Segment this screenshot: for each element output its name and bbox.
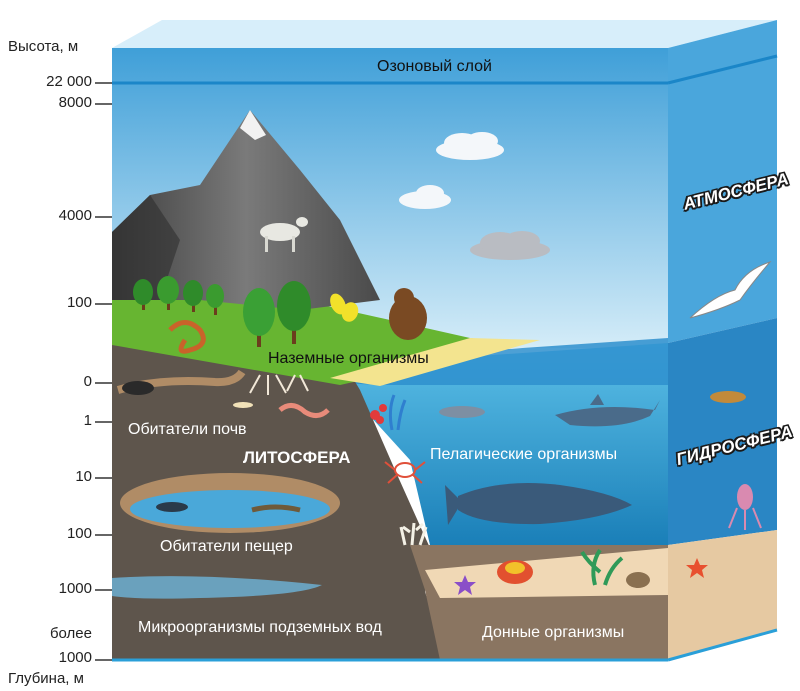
seaweed-blue — [388, 394, 407, 431]
small-fish — [710, 391, 746, 403]
scale-ticks — [95, 82, 112, 661]
roots — [249, 374, 309, 395]
seaweed-green — [580, 548, 624, 586]
tick-label: 1000 — [58, 580, 92, 597]
tick-label: 1 — [83, 412, 92, 429]
larva — [233, 402, 253, 408]
tick-label: 1000 — [58, 649, 92, 666]
tick-label: 22 000 — [46, 73, 92, 90]
groundwater-vein — [112, 576, 322, 599]
benthic-organisms-label: Донные организмы — [482, 624, 625, 641]
coral-red — [370, 404, 387, 424]
herring — [439, 406, 485, 418]
lithosphere-label: ЛИТОСФЕРА — [243, 448, 351, 467]
cube-right-face-sky — [668, 20, 777, 343]
snake — [168, 320, 206, 354]
mountain-shade — [112, 195, 180, 300]
earthworm — [278, 403, 330, 418]
tick-label: 100 — [66, 525, 92, 542]
tick-label: 100 — [66, 294, 92, 311]
squid — [728, 484, 762, 530]
tick-label: 4000 — [58, 207, 92, 224]
storm-cloud — [470, 231, 550, 260]
starfish-1 — [454, 575, 476, 595]
goat — [260, 217, 308, 252]
tick-label: 8000 — [58, 94, 92, 111]
crab — [384, 461, 426, 484]
tick-label: 0 — [83, 373, 92, 390]
sea-anemone — [497, 560, 533, 584]
groundwater-microorganisms-label: Микроорганизмы подземных вод — [138, 619, 382, 636]
butterfly — [330, 293, 359, 322]
cave-fish — [156, 502, 188, 512]
terrestrial-organisms-label: Наземные организмы — [268, 350, 429, 367]
starfish-2 — [686, 558, 708, 578]
pelagic-organisms-label: Пелагические организмы — [430, 446, 618, 463]
tick-label: 10 — [75, 468, 92, 485]
height-axis-title: Высота, м — [8, 38, 79, 55]
mole — [122, 381, 154, 395]
tick-label: более — [49, 625, 92, 642]
beach — [330, 338, 540, 386]
cube-top-face — [112, 20, 777, 48]
shark — [555, 394, 660, 427]
whale — [445, 483, 632, 525]
ozone-layer-label: Озоновый слой — [377, 58, 492, 75]
cave-dwellers-label: Обитатели пещер — [160, 538, 293, 555]
cave-water — [130, 490, 330, 528]
bear — [389, 288, 427, 340]
sea-floor-sand — [425, 548, 668, 598]
cloud-1 — [436, 132, 504, 160]
cave-eel — [251, 504, 301, 513]
trees — [133, 276, 311, 347]
depth-axis-title: Глубина, м — [8, 670, 84, 687]
soil-dwellers-label: Обитатели почв — [128, 421, 247, 438]
rock — [626, 572, 650, 588]
bottom-line-side — [667, 628, 778, 662]
ozone-line-side — [667, 54, 778, 85]
mountain — [112, 110, 380, 310]
mountain-snow — [240, 110, 266, 140]
cube-right-face-floor — [668, 530, 777, 660]
white-coral — [399, 522, 428, 546]
cloud-2 — [399, 185, 451, 209]
seagull — [689, 260, 772, 319]
